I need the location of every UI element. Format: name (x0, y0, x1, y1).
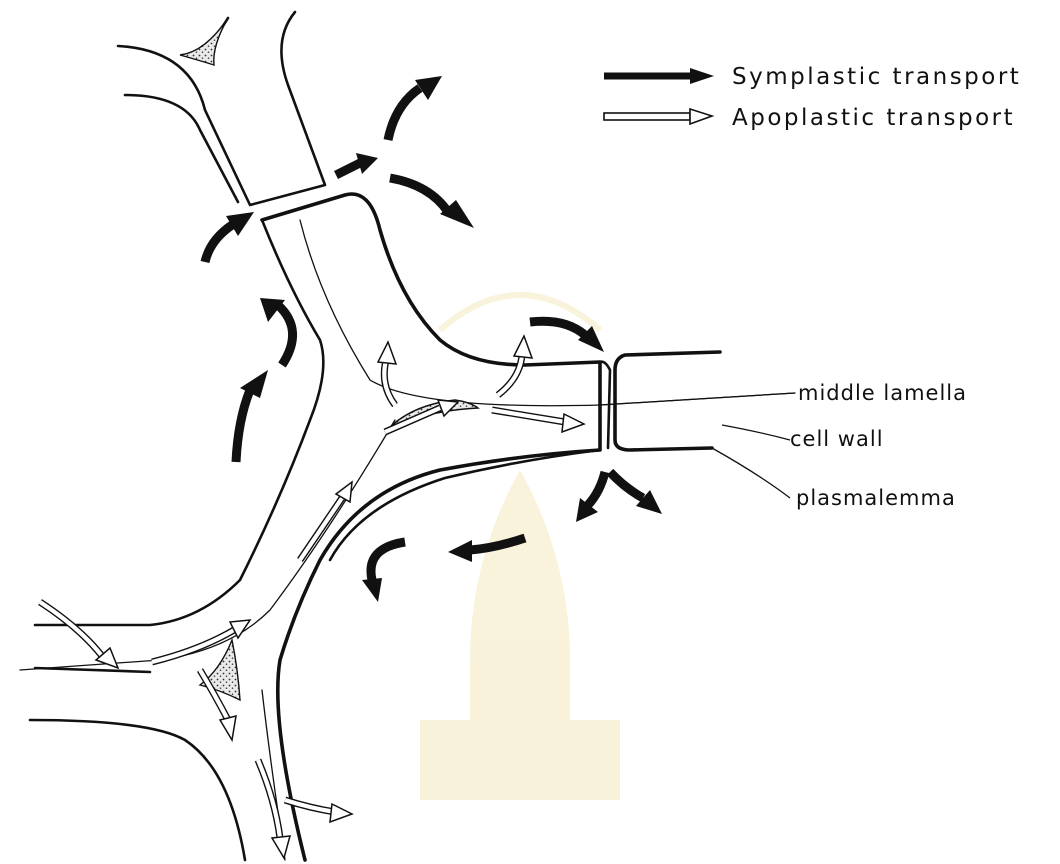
symplastic-arrow (362, 542, 405, 602)
symplastic-arrow (205, 212, 254, 262)
symplastic-arrow (576, 472, 662, 522)
apoplastic-arrow (492, 410, 584, 432)
label-cell-wall: cell wall (790, 427, 884, 451)
symplastic-arrow (260, 298, 293, 365)
apoplastic-legend-icon (690, 109, 712, 124)
symplastic-legend-icon (690, 68, 714, 84)
symplastic-arrow (388, 76, 442, 140)
label-plasmalemma: plasmalemma (796, 486, 956, 510)
legend: Symplastic transport Apoplastic transpor… (604, 64, 1021, 131)
label-leaders (600, 393, 795, 498)
symplastic-arrows (205, 76, 662, 602)
label-middle-lamella: middle lamella (798, 381, 967, 405)
cell-walls (20, 12, 795, 860)
symplastic-arrow (390, 178, 474, 228)
intercellular-space-top (180, 18, 228, 65)
symplastic-arrow (236, 370, 268, 462)
legend-apoplastic: Apoplastic transport (604, 105, 1015, 131)
apoplastic-arrow (40, 602, 118, 668)
legend-symplastic: Symplastic transport (604, 64, 1021, 90)
legend-symplastic-label: Symplastic transport (732, 64, 1021, 90)
legend-apoplastic-label: Apoplastic transport (732, 105, 1015, 131)
apoplastic-arrow (378, 342, 396, 405)
symplastic-arrow (336, 153, 378, 175)
apoplastic-arrow (385, 400, 458, 432)
